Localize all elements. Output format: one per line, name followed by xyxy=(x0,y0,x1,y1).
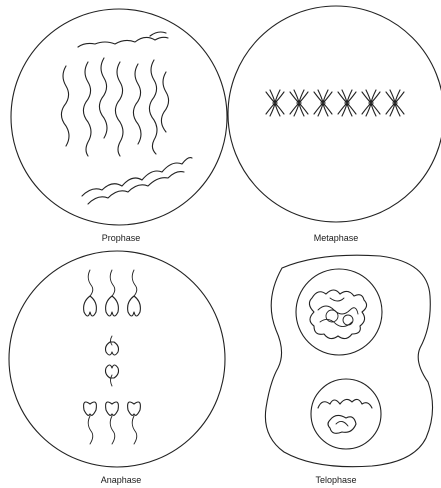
metaphase-chromosome xyxy=(362,90,380,116)
telophase-upper-chromatin xyxy=(309,290,366,339)
anaphase-lower-chromosomes xyxy=(84,402,141,444)
prophase-label: Prophase xyxy=(61,233,181,243)
metaphase-chromosome xyxy=(386,90,404,116)
metaphase-chromosome xyxy=(266,90,284,116)
metaphase-label: Metaphase xyxy=(276,233,396,243)
telophase-lower-chromatin xyxy=(318,399,372,433)
telophase-cell-membrane xyxy=(265,255,432,467)
anaphase-cell xyxy=(9,251,225,467)
anaphase-cell-membrane xyxy=(9,251,225,467)
metaphase-chromosome xyxy=(338,90,356,116)
anaphase-middle-chromosome xyxy=(106,336,119,386)
telophase-lower-nucleus xyxy=(311,379,381,449)
metaphase-chromosome xyxy=(290,90,308,116)
metaphase-cell-membrane xyxy=(228,6,441,222)
prophase-chromosomes xyxy=(61,32,192,204)
anaphase-label: Anaphase xyxy=(61,475,181,485)
prophase-cell-membrane xyxy=(11,9,227,225)
prophase-cell xyxy=(11,9,227,225)
telophase-upper-nucleus xyxy=(296,269,382,355)
telophase-cell xyxy=(265,255,432,467)
metaphase-cell xyxy=(228,6,441,222)
metaphase-chromosome xyxy=(314,90,332,116)
metaphase-chromosomes xyxy=(266,90,404,116)
anaphase-upper-chromosomes xyxy=(84,270,141,316)
telophase-label: Telophase xyxy=(276,475,396,485)
